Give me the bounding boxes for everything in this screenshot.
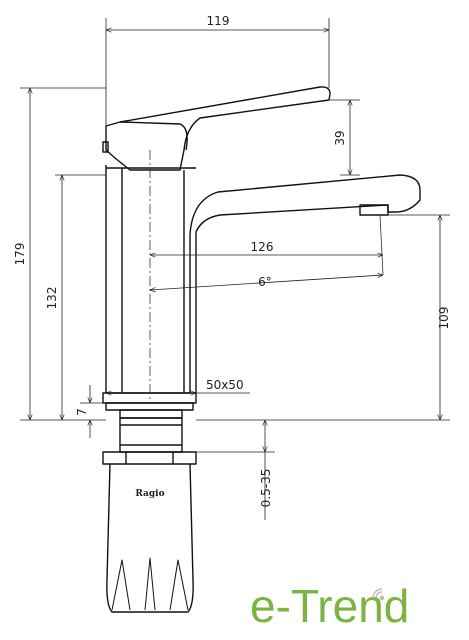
washer (119, 409, 183, 419)
etrend-logo: e-Trend (250, 580, 409, 632)
dim-deck-thickness: 0.5-35 (259, 469, 273, 508)
dim-body-height: 132 (45, 287, 59, 310)
handle-pin (102, 141, 109, 153)
dim-overall-width: 119 (207, 14, 230, 28)
nut-brand-label: Ragio (135, 489, 164, 499)
dim-base-thickness: 7 (75, 408, 89, 416)
dim-spout-projection: 126 (251, 240, 274, 254)
base-flange (102, 392, 197, 404)
nut-skirt (106, 463, 194, 613)
dim-overall-height: 179 (13, 243, 27, 266)
faucet-outline (102, 86, 421, 613)
logo-wifi-icon (372, 588, 385, 601)
mounting-nut (102, 451, 197, 465)
aerator (359, 204, 389, 216)
lever-handle (105, 86, 331, 171)
dim-spout-angle: 6° (258, 275, 272, 289)
dim-handle-rise: 39 (333, 130, 347, 145)
body-column (105, 165, 421, 394)
shank (119, 417, 183, 453)
dimension-lines (20, 18, 450, 520)
dim-spout-height: 109 (437, 307, 451, 330)
dim-base-size: 50x50 (206, 378, 244, 392)
lever-handle-inner (119, 121, 188, 151)
